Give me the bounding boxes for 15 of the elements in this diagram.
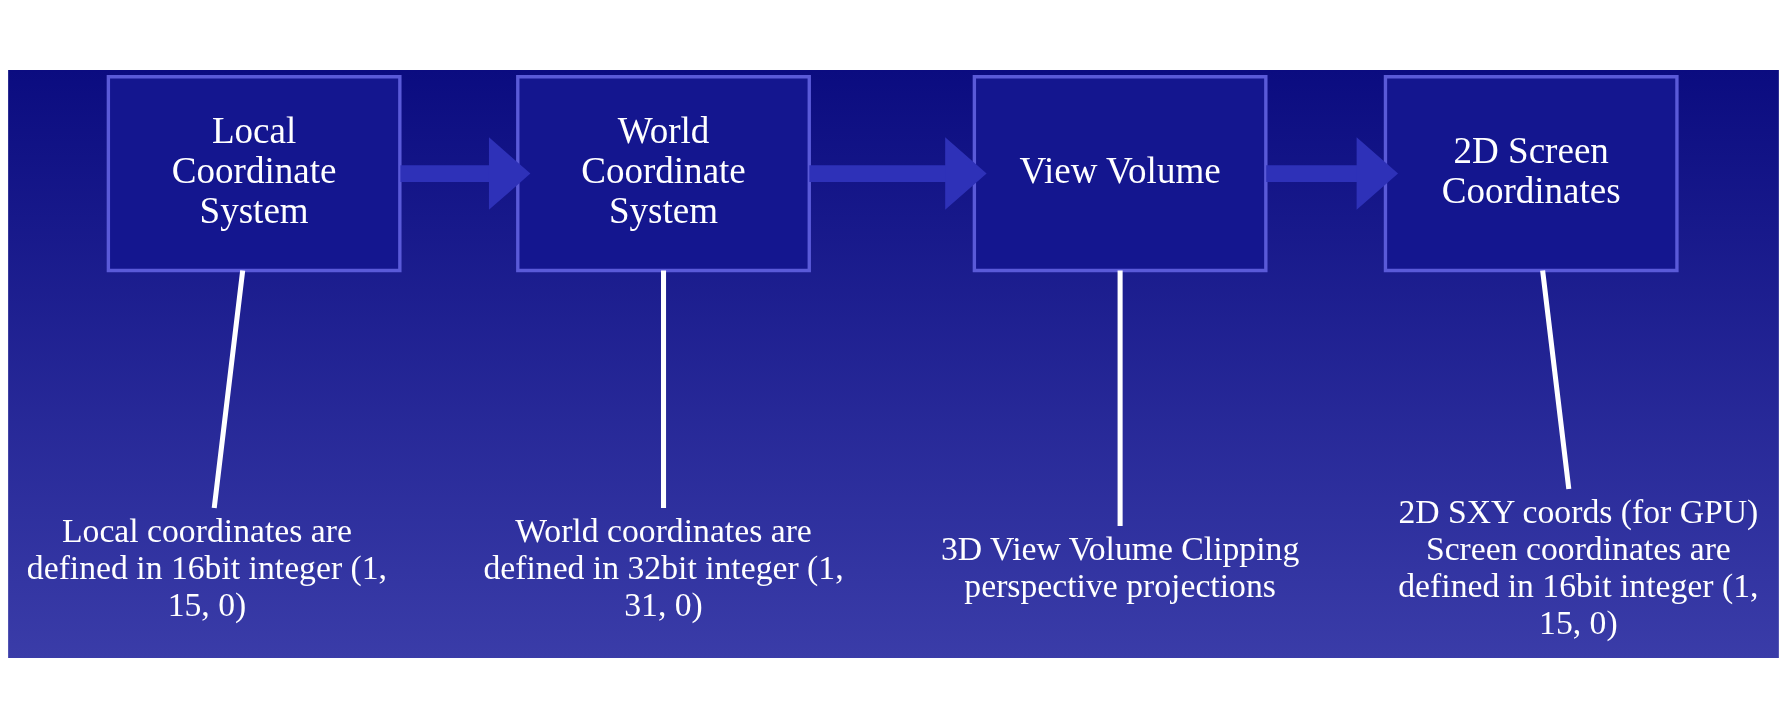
node-text: 3D View Volume Clipping perspective projections <box>940 529 1300 604</box>
node-box: 2D Screen Coordinates <box>1383 74 1679 272</box>
node-box: World Coordinate System <box>516 74 811 272</box>
arrow <box>1266 136 1399 210</box>
node-text: 2D SXY coords (for GPU) Screen coordinates are defined in 16bit integer (1, 15, 0) <box>1398 492 1759 641</box>
node-text: Local coordinates are defined in 16bit integer (1, 15, 0) <box>26 511 388 623</box>
node-box: View Volume <box>972 74 1268 272</box>
node-text: World coordinates are defined in 32bit integer (1, 31, 0) <box>483 511 844 623</box>
connector <box>1117 270 1123 526</box>
arrow <box>809 136 987 210</box>
connector <box>1540 269 1572 489</box>
node-box: Local Coordinate System <box>106 74 402 272</box>
arrow <box>400 136 531 210</box>
connector <box>661 270 667 508</box>
connector <box>211 269 246 508</box>
